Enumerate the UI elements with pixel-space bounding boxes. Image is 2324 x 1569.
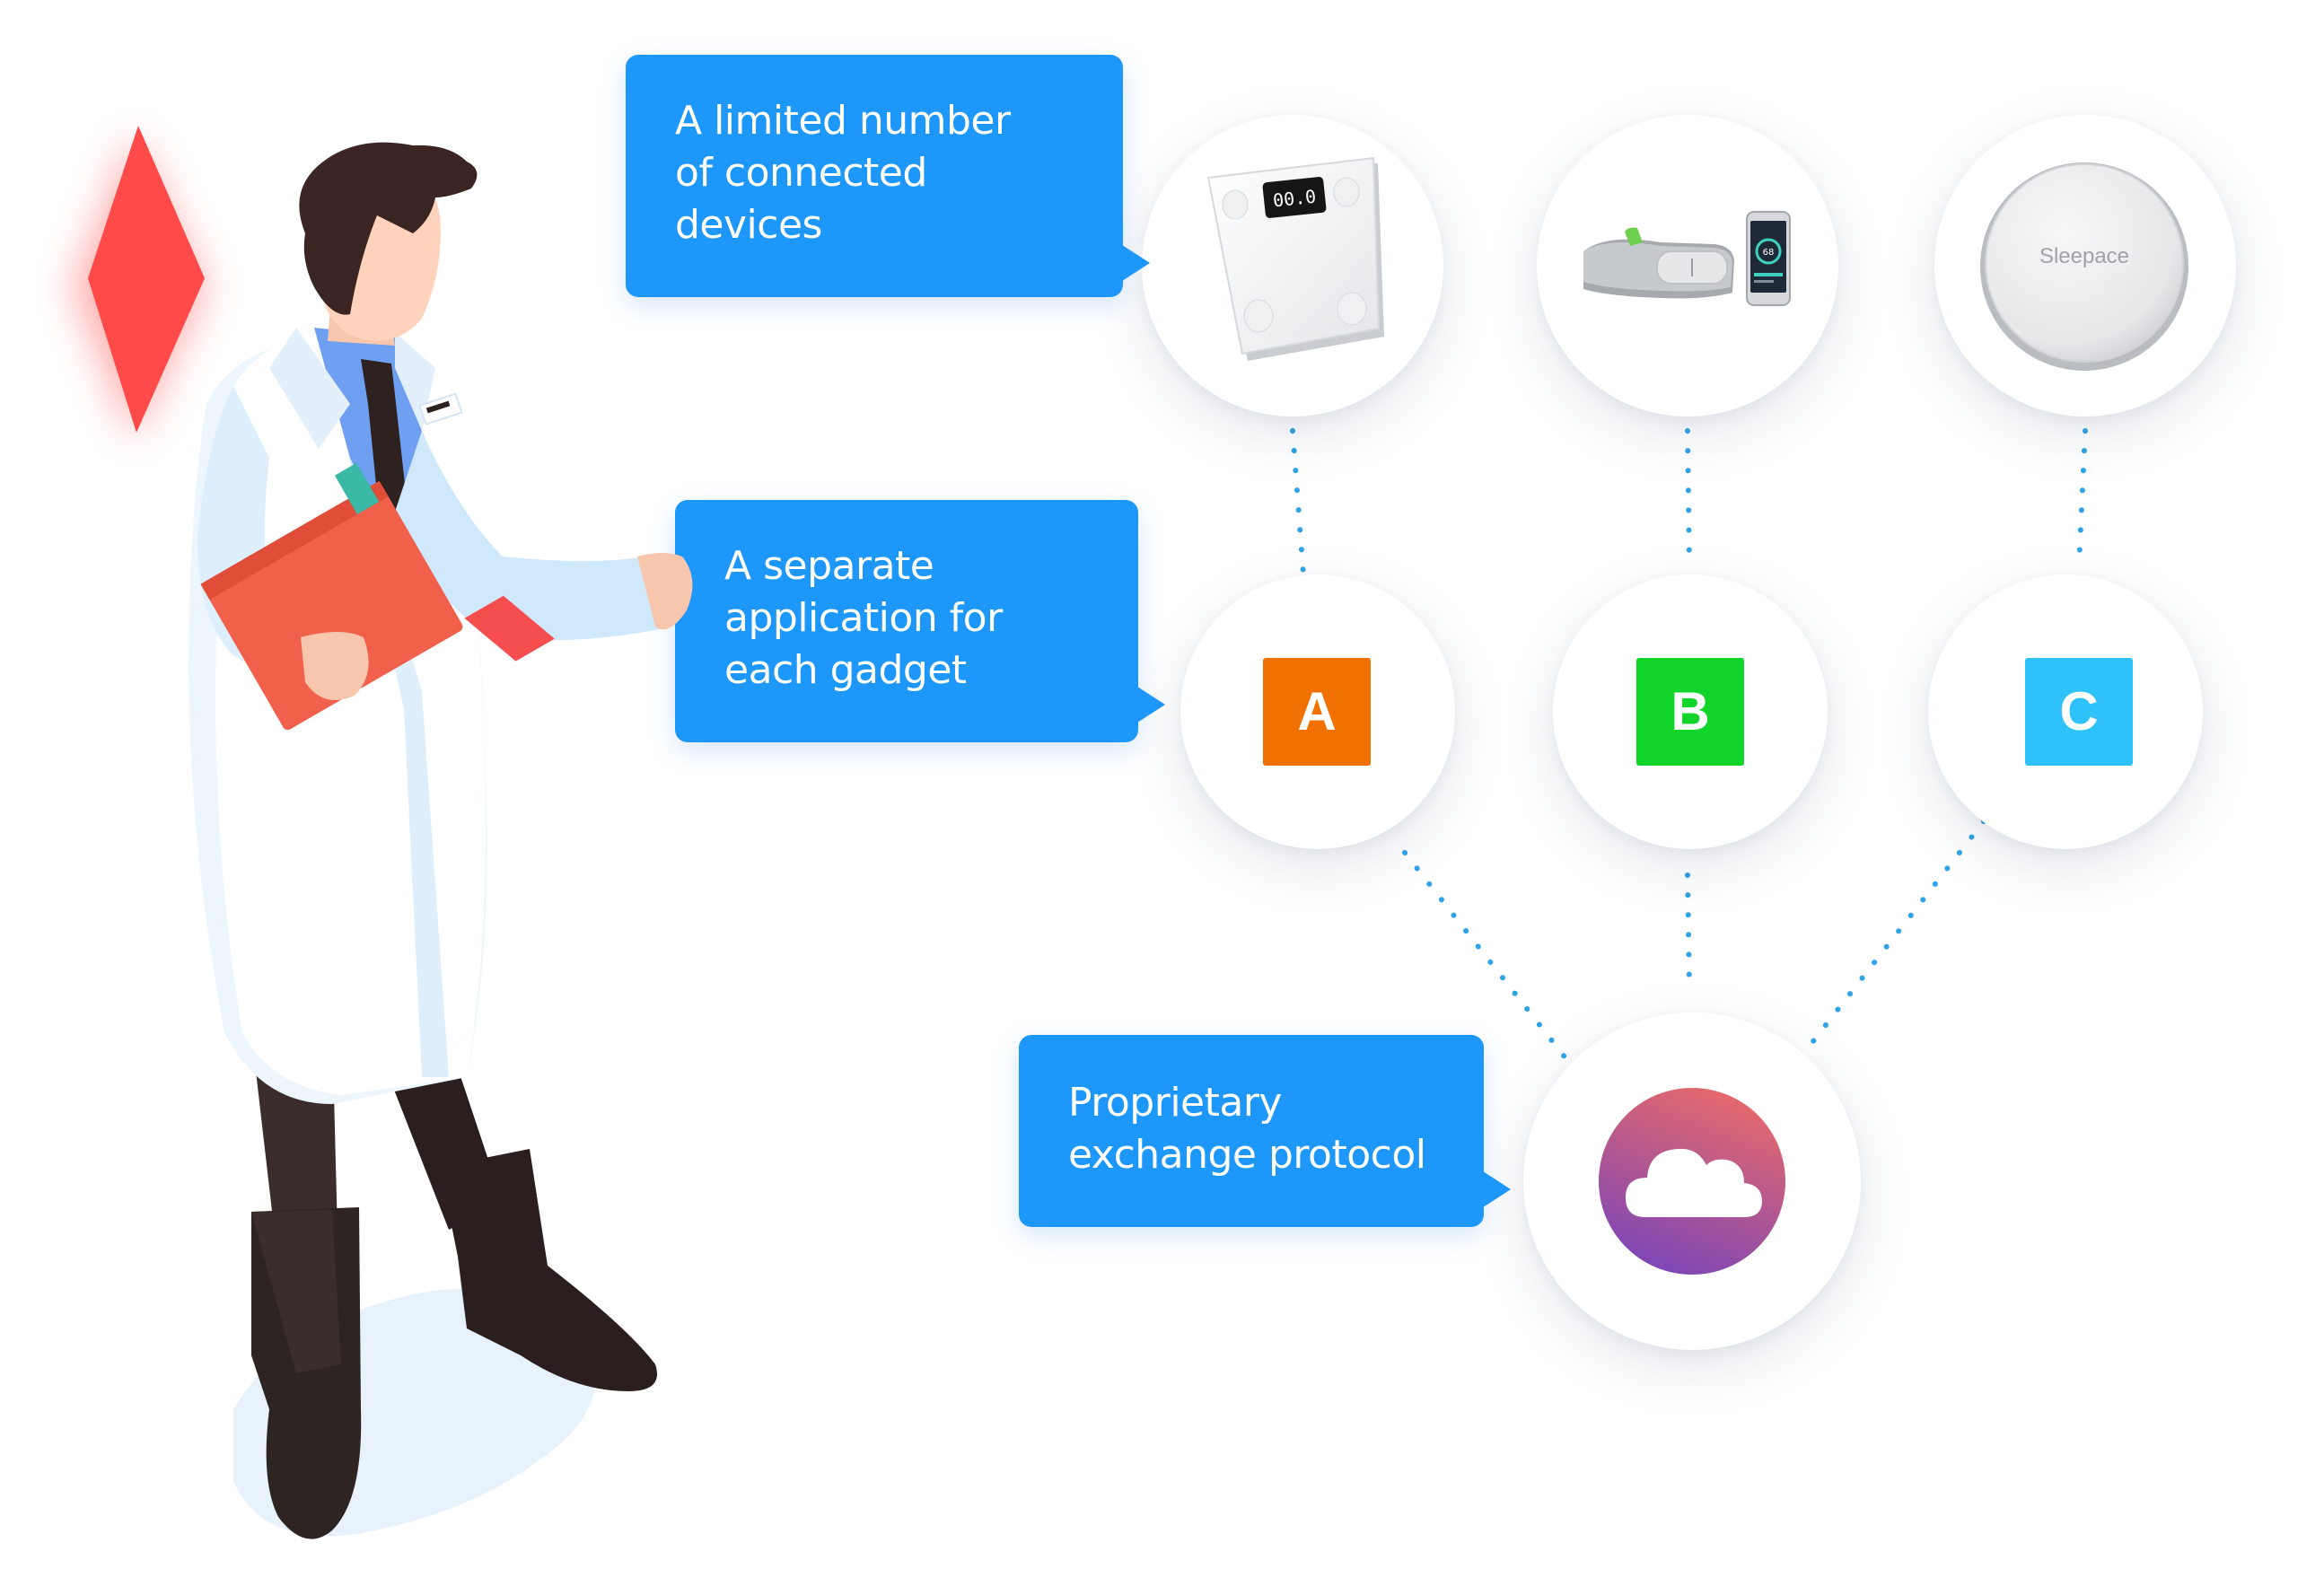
callout-apps: A separate application for each gadget — [675, 500, 1165, 742]
smart-scale-icon: 00.0 — [1206, 156, 1384, 361]
connector-strap-to-app-b — [1685, 428, 1692, 568]
app-badge-a: A — [1263, 658, 1371, 766]
callout-protocol: Proprietary exchange protocol — [1019, 1035, 1511, 1227]
phone-readout: 68 — [1763, 248, 1775, 258]
sleep-tracker-brand: Sleepace — [2039, 244, 2129, 268]
scale-readout: 00.0 — [1272, 186, 1317, 212]
cloud-icon — [1599, 1088, 1785, 1275]
chest-strap-icon: 68 — [1583, 211, 1791, 306]
callout-protocol-text: Proprietary exchange protocol — [1068, 1080, 1426, 1178]
warning-diamond-icon — [72, 126, 206, 440]
callout-devices-text: A limited number of connected devices — [675, 98, 1011, 248]
connector-sleep-to-app-c — [2076, 428, 2088, 568]
callout-tail — [1480, 1170, 1511, 1209]
connector-scale-to-app-a — [1290, 428, 1306, 577]
sleep-tracker-icon: Sleepace — [1980, 162, 2188, 371]
doctor-illustration — [189, 142, 693, 1539]
app-badge-b: B — [1636, 658, 1744, 766]
connector-app-c-to-cloud — [1811, 819, 1986, 1044]
app-badge-c: C — [2025, 658, 2133, 766]
callout-apps-text: A separate application for each gadget — [724, 543, 1003, 693]
callout-tail — [1119, 243, 1150, 283]
callout-tail — [1135, 685, 1165, 724]
connector-app-a-to-cloud — [1402, 850, 1569, 1062]
callout-devices: A limited number of connected devices — [626, 55, 1150, 297]
connector-app-b-to-cloud — [1685, 872, 1692, 990]
